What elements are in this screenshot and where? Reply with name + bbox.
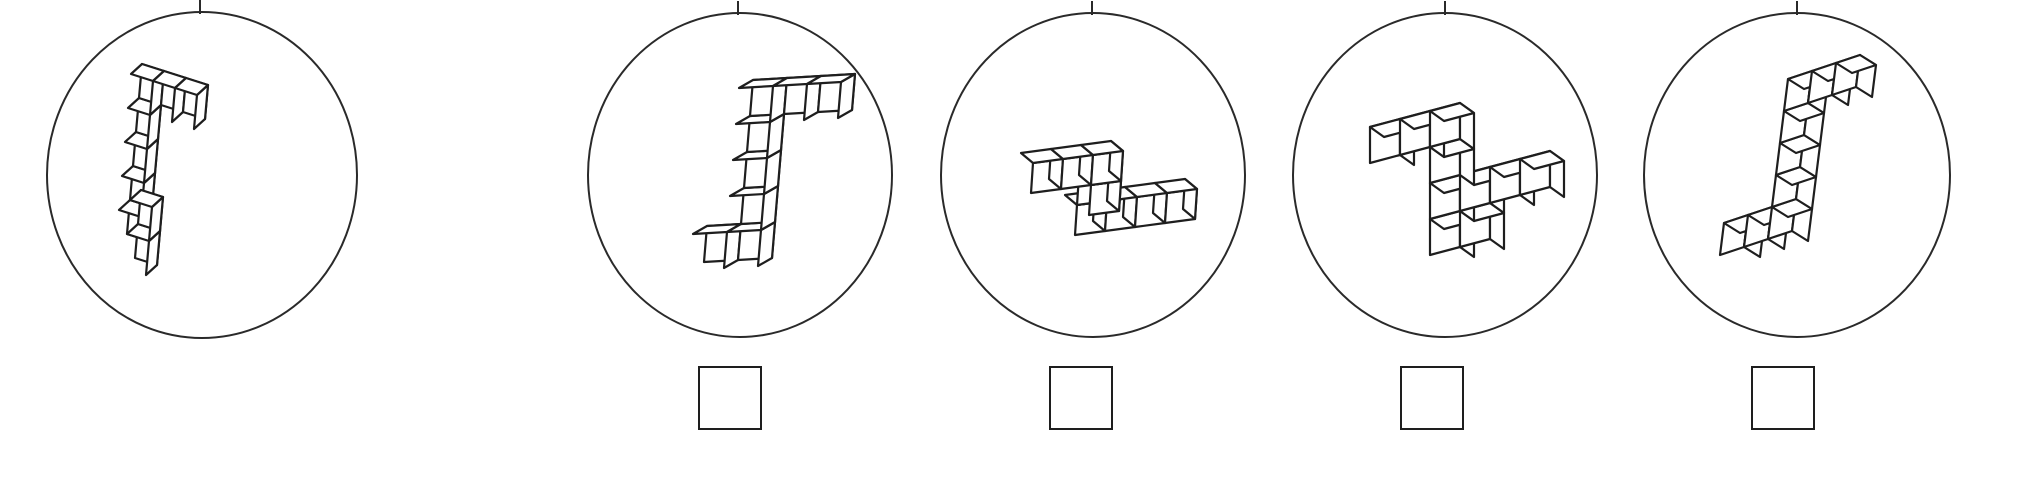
reference-figure bbox=[46, 0, 358, 339]
cube-figure-icon bbox=[1368, 101, 1566, 259]
figure-circle bbox=[46, 11, 358, 339]
cube-face bbox=[1834, 53, 1878, 75]
option-figure-3 bbox=[1292, 1, 1598, 338]
cube-figure-icon bbox=[691, 72, 857, 270]
cube-face bbox=[805, 72, 857, 86]
cube-face bbox=[1518, 149, 1566, 171]
cube-face bbox=[1428, 101, 1476, 123]
cube-face bbox=[173, 76, 210, 97]
answer-checkbox-3[interactable] bbox=[1400, 366, 1464, 430]
figure-circle bbox=[587, 12, 893, 338]
option-figure-2 bbox=[940, 1, 1246, 338]
figure-circle bbox=[1292, 12, 1598, 338]
cube-face bbox=[1153, 177, 1199, 195]
cube-figure-icon bbox=[1718, 53, 1878, 259]
option-figure-4 bbox=[1643, 1, 1951, 338]
answer-checkbox-2[interactable] bbox=[1049, 366, 1113, 430]
cube-figure-icon bbox=[117, 62, 210, 277]
cube-face bbox=[128, 188, 165, 209]
option-figure-1 bbox=[587, 1, 893, 338]
figure-circle bbox=[940, 12, 1246, 338]
cube-figure-icon bbox=[1019, 139, 1199, 237]
cube-face bbox=[1079, 139, 1125, 157]
answer-checkbox-4[interactable] bbox=[1751, 366, 1815, 430]
figure-circle bbox=[1643, 12, 1951, 338]
answer-checkbox-1[interactable] bbox=[698, 366, 762, 430]
